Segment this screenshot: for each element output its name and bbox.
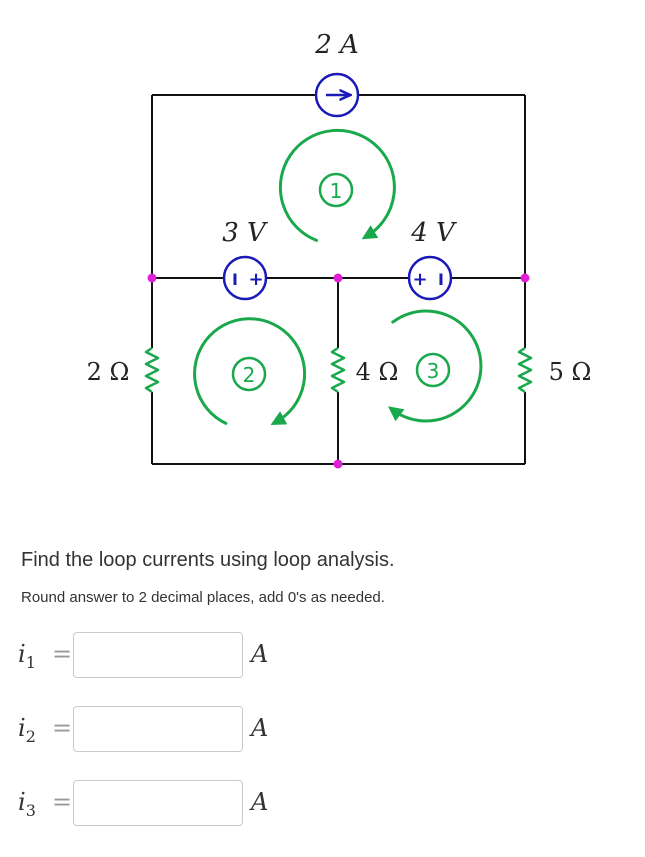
answer-label-i3: i3 — [18, 788, 36, 820]
answer-input-i1[interactable] — [73, 632, 243, 678]
polarity-plus-right: + — [412, 269, 427, 290]
equals-sign: = — [52, 714, 73, 742]
loop-arrows — [193, 128, 483, 425]
loop-1-arrow-icon — [278, 128, 396, 242]
current-source-label: 2 A — [314, 30, 359, 60]
voltage-right-label: 4 V — [410, 218, 457, 248]
resistor-left-zigzag — [144, 346, 160, 394]
loop-1-label: 1 — [330, 179, 343, 203]
resistor-middle-zigzag — [330, 346, 346, 394]
voltage-source-right: + I — [407, 255, 453, 301]
question-prompt: Find the loop currents using loop analys… — [21, 549, 395, 571]
resistor-right-label: 5 Ω — [549, 358, 592, 386]
answer-row-i2: i2 = A — [18, 706, 318, 752]
node-bottom — [333, 459, 343, 469]
current-source — [314, 72, 360, 118]
equals-sign: = — [52, 788, 73, 816]
answer-unit-i3: A — [251, 788, 269, 816]
resistors — [144, 346, 533, 394]
answer-label-i2: i2 — [18, 714, 36, 746]
node-right — [520, 273, 530, 283]
answer-unit-i2: A — [251, 714, 269, 742]
loop-2-label: 2 — [243, 363, 256, 387]
answer-label-i1: i1 — [18, 640, 36, 672]
loop-3-arrow-icon — [388, 309, 483, 423]
answer-input-i3[interactable] — [73, 780, 243, 826]
resistor-left-label: 2 Ω — [87, 358, 130, 386]
question-hint: Round answer to 2 decimal places, add 0'… — [21, 589, 385, 606]
answer-row-i1: i1 = A — [18, 632, 318, 678]
loop-2-badge: 2 — [231, 356, 267, 392]
voltage-left-label: 3 V — [222, 218, 268, 248]
polarity-minus-left: I — [232, 270, 238, 289]
node-left — [147, 273, 157, 283]
answer-unit-i1: A — [251, 640, 269, 668]
nodes — [147, 273, 530, 469]
node-center — [333, 273, 343, 283]
loop-1-badge: 1 — [318, 172, 354, 208]
answer-input-i2[interactable] — [73, 706, 243, 752]
voltage-source-left: I + — [222, 255, 268, 301]
loop-2-arrow-icon — [193, 317, 307, 425]
loop-3-badge: 3 — [415, 352, 451, 388]
resistor-right-zigzag — [517, 346, 533, 394]
resistor-middle-label: 4 Ω — [356, 358, 399, 386]
polarity-plus-left: + — [248, 269, 263, 290]
polarity-minus-right: I — [438, 270, 444, 289]
circuit-diagram: 2 A I + 3 V + I 4 V 2 Ω 4 Ω 5 Ω 1 2 3 — [87, 30, 592, 469]
answer-row-i3: i3 = A — [18, 780, 318, 826]
equals-sign: = — [52, 640, 73, 668]
loop-3-label: 3 — [427, 359, 440, 383]
